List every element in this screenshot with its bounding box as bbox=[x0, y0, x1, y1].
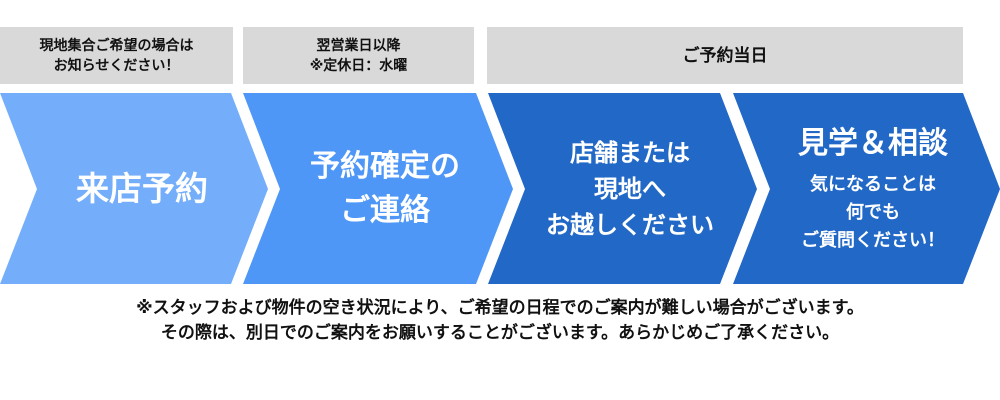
chevron-step-3 bbox=[488, 93, 757, 284]
chevron-step-4 bbox=[733, 93, 1000, 284]
timing-header-line: ※定休日：水曜 bbox=[309, 57, 408, 74]
step-label: 店舗または bbox=[570, 138, 690, 167]
timing-header-line: お知らせください！ bbox=[53, 57, 180, 74]
timing-header-store-booking: 現地集合ご希望の場合は お知らせください！ bbox=[0, 27, 233, 84]
chevron-step-2 bbox=[243, 93, 513, 284]
timing-header-confirmation: 翌営業日以降 ※定休日：水曜 bbox=[243, 27, 474, 84]
step-sublabel: 何でも bbox=[846, 201, 900, 223]
step-label: お越しください bbox=[546, 210, 714, 239]
step-sublabel: ご質問ください！ bbox=[801, 229, 945, 251]
step-label: ご連絡 bbox=[340, 192, 430, 228]
timing-header-line: 翌営業日以降 bbox=[316, 37, 401, 54]
disclaimer-line: ※スタッフおよび物件の空き状況により、ご希望の日程でのご案内が難しい場合がござい… bbox=[136, 298, 864, 318]
timing-header-reservation-day: ご予約当日 bbox=[487, 27, 963, 84]
step-sublabel: 気になることは bbox=[810, 173, 936, 195]
step-visit-location: 店舗または 現地へ お越しください bbox=[525, 93, 735, 284]
step-title: 見学＆相談 bbox=[798, 125, 948, 161]
step-label: 来店予約 bbox=[76, 168, 208, 208]
step-store-booking: 来店予約 bbox=[37, 93, 247, 284]
step-viewing-consultation: 見学＆相談 気になることは 何でも ご質問ください！ bbox=[768, 93, 978, 284]
step-label: 現地へ bbox=[594, 174, 666, 203]
step-booking-confirmation: 予約確定の ご連絡 bbox=[280, 93, 490, 284]
chevron-step-1 bbox=[0, 93, 268, 284]
step-label: 予約確定の bbox=[310, 148, 460, 184]
timing-header-line: ご予約当日 bbox=[682, 45, 768, 66]
disclaimer-notes: ※スタッフおよび物件の空き状況により、ご希望の日程でのご案内が難しい場合がござい… bbox=[0, 296, 1000, 346]
timing-header-line: 現地集合ご希望の場合は bbox=[39, 37, 194, 54]
disclaimer-line: その際は、別日でのご案内をお願いすることがございます。あらかじめご了承ください。 bbox=[160, 323, 840, 343]
